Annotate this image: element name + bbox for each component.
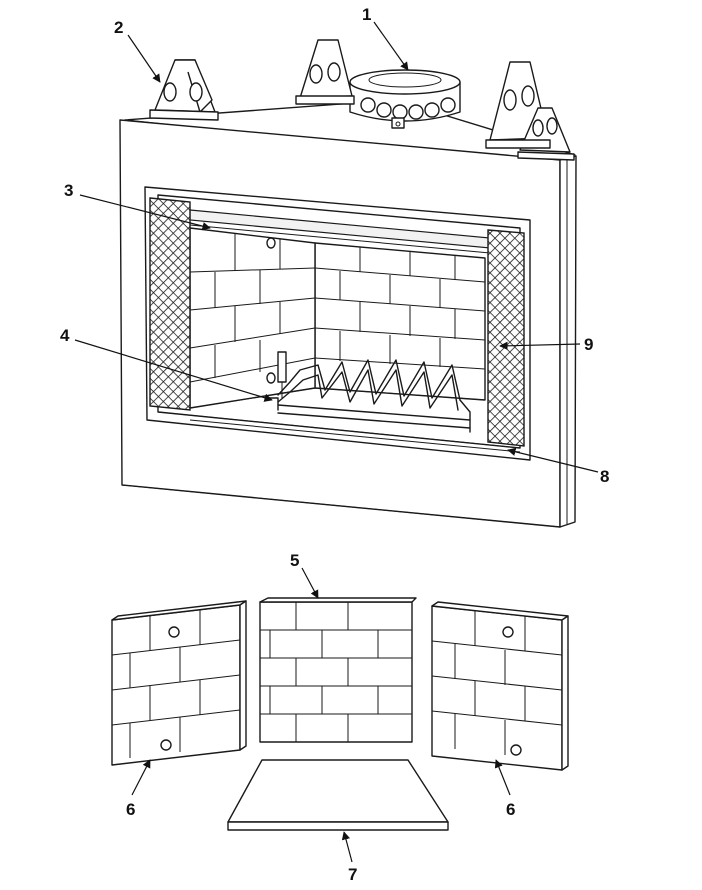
floor-panel xyxy=(227,759,449,831)
callout-3: 3 xyxy=(64,181,73,200)
callout-labels: 1 2 3 4 5 6 6 7 8 9 xyxy=(60,5,609,884)
callout-6-left: 6 xyxy=(126,800,135,819)
standoff-left xyxy=(149,59,219,121)
left-mesh-screen xyxy=(149,197,191,411)
callout-7: 7 xyxy=(348,865,357,884)
callout-8: 8 xyxy=(600,467,609,486)
standoff-center xyxy=(295,39,355,105)
callout-2: 2 xyxy=(114,18,123,37)
callout-5: 5 xyxy=(290,551,299,570)
back-panel xyxy=(259,597,417,743)
right-mesh-screen xyxy=(487,229,525,447)
callout-9: 9 xyxy=(584,335,593,354)
right-side xyxy=(559,155,577,528)
callout-leaders xyxy=(74,21,599,863)
callout-4: 4 xyxy=(60,326,70,345)
left-side-panel xyxy=(111,600,247,766)
callout-6-right: 6 xyxy=(506,800,515,819)
chimney-collar xyxy=(349,69,461,129)
right-side-panel xyxy=(431,601,569,771)
callout-1: 1 xyxy=(362,5,371,24)
fireplace-unit xyxy=(119,39,577,528)
back-wall-bricks xyxy=(314,242,486,401)
standoff-right xyxy=(485,61,575,161)
